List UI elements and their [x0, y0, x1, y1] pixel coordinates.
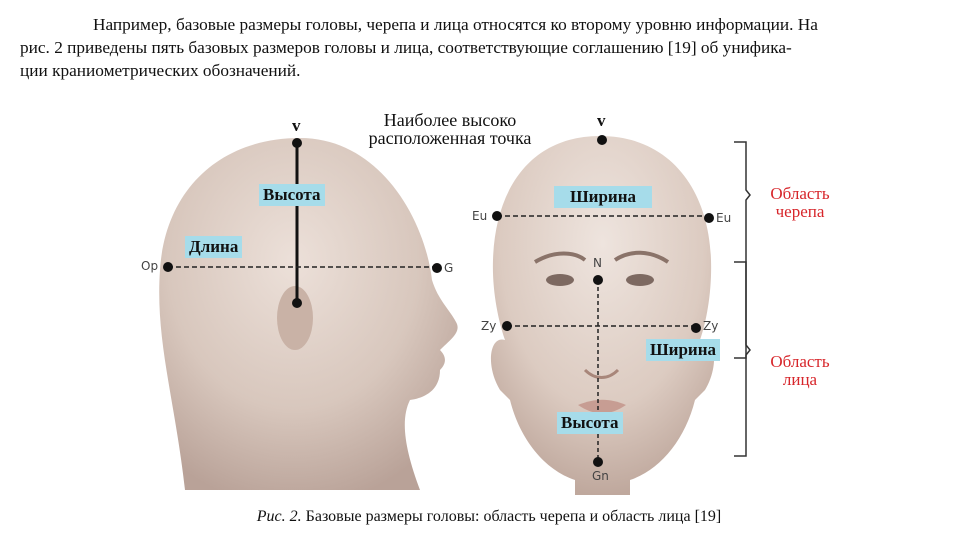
point-eu-right: Eu — [716, 211, 732, 225]
face-height-label: Высота — [557, 412, 623, 434]
skull-width-label: Ширина — [554, 186, 653, 208]
point-g: G — [444, 261, 454, 275]
note-line-2: расположенная точка — [368, 128, 532, 148]
front-head-shape — [490, 136, 715, 495]
note-line-1: Наиболее высоко — [383, 110, 517, 130]
caption-text: Базовые размеры головы: область черепа и… — [301, 508, 722, 525]
profile-vertex-label: v — [292, 116, 301, 135]
figure-head-dimensions: v Высота Длина Op G Наиболее высоко расп… — [0, 100, 978, 500]
point-op: Op — [141, 259, 159, 273]
skull-region-line-2: черепа — [775, 202, 825, 221]
highest-point-note: Наиболее высоко расположенная точка — [340, 111, 560, 147]
head-illustration — [159, 135, 751, 495]
skull-region-label: Область черепа — [755, 185, 845, 221]
paragraph-line-2: рис. 2 приведены пять базовых размеров г… — [20, 38, 792, 57]
caption-prefix: Рис. 2. — [256, 508, 302, 525]
profile-head-shape — [159, 138, 458, 490]
skull-region-bracket — [734, 141, 751, 359]
point-zy-right: Zy — [703, 319, 719, 333]
profile-length-label: Длина — [185, 236, 243, 258]
point-gn: Gn — [592, 469, 609, 483]
profile-height-label: Высота — [259, 184, 325, 206]
face-region-line-2: лица — [782, 370, 818, 389]
point-eu-left: Eu — [472, 209, 488, 223]
face-region-bracket — [734, 261, 751, 457]
point-n: N — [593, 256, 602, 270]
point-zy-left: Zy — [481, 319, 497, 333]
face-region-label: Область лица — [755, 353, 845, 389]
skull-region-line-1: Область — [770, 184, 830, 203]
front-vertex-label: v — [597, 111, 606, 130]
paragraph-line-3: ции краниометрических обозначений. — [20, 61, 301, 80]
body-paragraph: Например, базовые размеры головы, черепа… — [20, 13, 958, 82]
paragraph-line-1: Например, базовые размеры головы, черепа… — [93, 15, 818, 34]
face-region-line-1: Область — [770, 352, 830, 371]
figure-caption: Рис. 2. Базовые размеры головы: область … — [0, 508, 978, 526]
face-width-label: Ширина — [646, 339, 721, 361]
